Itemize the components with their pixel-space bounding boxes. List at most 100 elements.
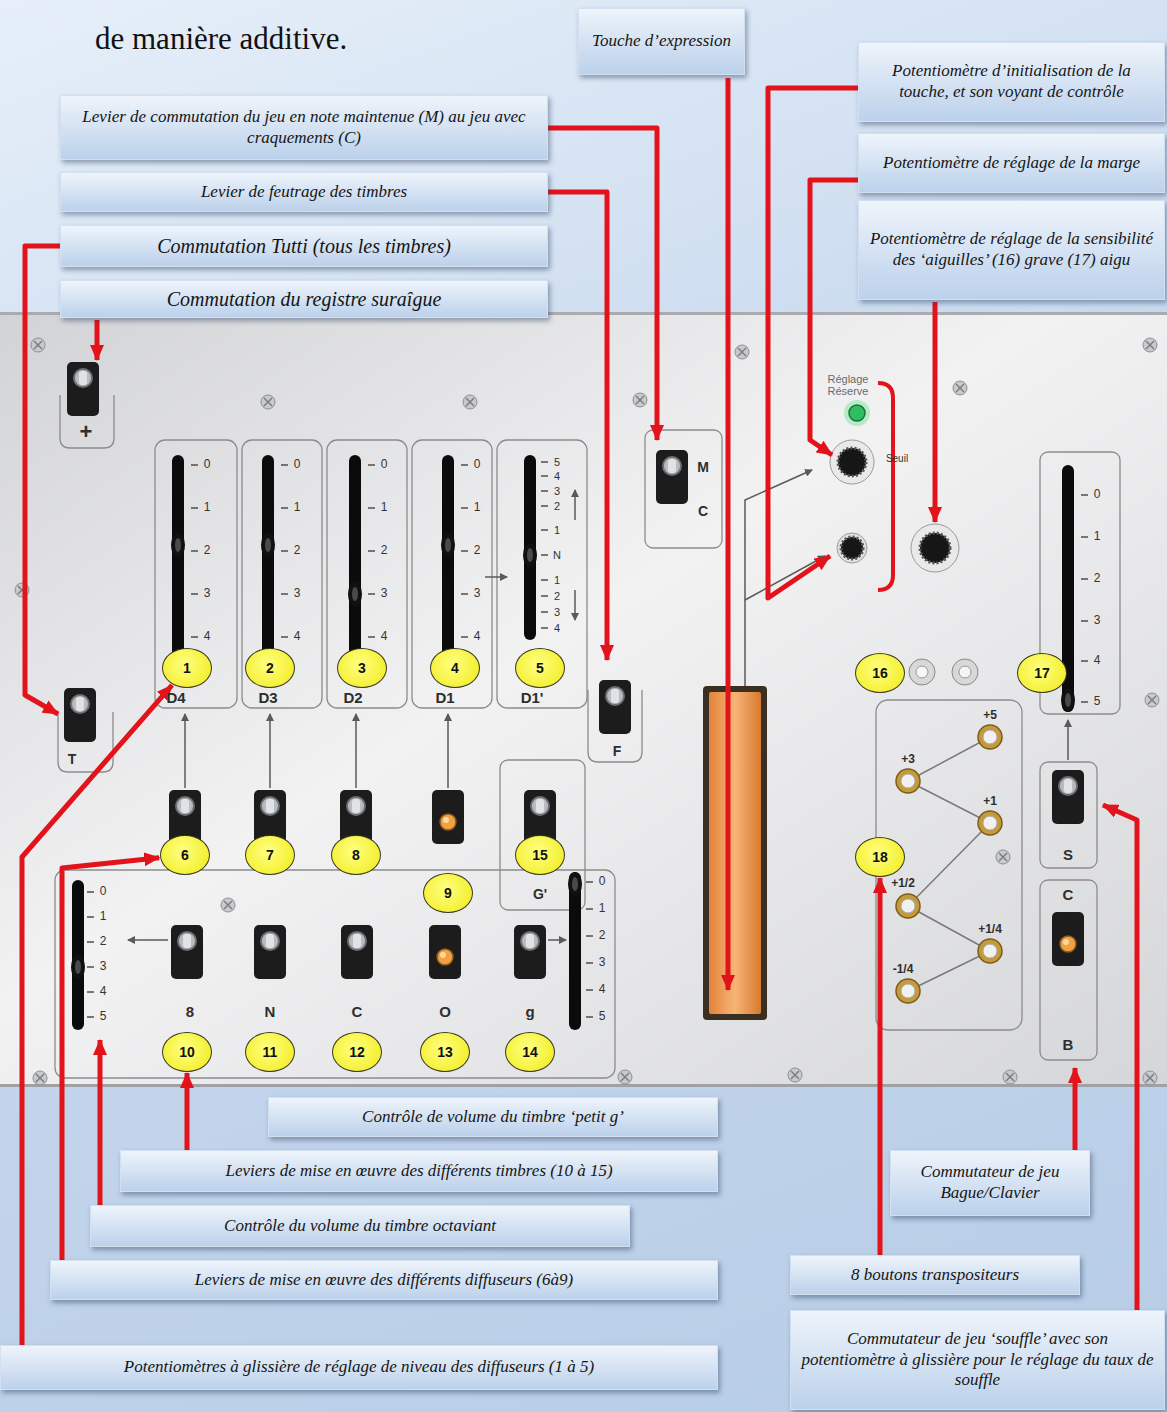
callout-text: Potentiomètre de réglage de la sensibili… [869, 229, 1154, 270]
callout-number: 12 [332, 1032, 382, 1072]
leader-line [726, 78, 731, 990]
scale-tick [541, 461, 548, 462]
panel-marking: F [613, 744, 622, 759]
scale-tick [586, 989, 593, 990]
scale-tick [281, 593, 288, 594]
toggle-lever [64, 362, 1084, 979]
slider-knob [441, 533, 455, 557]
callout-number: 2 [245, 648, 295, 688]
transposer-button [901, 774, 915, 788]
panel-marking: g [525, 1004, 534, 1021]
scale-tick [191, 636, 198, 637]
transposer-button [896, 725, 1002, 1003]
panel-marking: M [697, 460, 709, 475]
slider-groove [262, 455, 274, 665]
scale-number: 5 [100, 1010, 107, 1023]
scale-number: 3 [204, 587, 211, 600]
scale-tick [87, 916, 94, 917]
scale-number: 0 [100, 885, 107, 898]
scale-tick [541, 475, 548, 476]
scale-number: 4 [294, 630, 301, 643]
scale-number: 2 [474, 544, 481, 557]
callout-number-text: 15 [532, 847, 548, 863]
callout-box: Contrôle du volume du timbre octaviant [90, 1205, 630, 1247]
scale-number: 3 [554, 606, 560, 618]
slider-groove [172, 455, 184, 665]
scale-number: 5 [1094, 695, 1101, 708]
scale-number: 0 [474, 458, 481, 471]
scale-number: 0 [294, 458, 301, 471]
screw [735, 345, 749, 359]
leader-line [1073, 1068, 1078, 1150]
screw [788, 1068, 802, 1082]
panel-marking: +5 [983, 709, 997, 722]
callout-text: Potentiomètre de réglage de la marge [883, 153, 1140, 174]
scale-tick [191, 550, 198, 551]
rotary-knob [830, 440, 874, 484]
toggle-lever [254, 925, 286, 979]
transposer-button [983, 730, 997, 744]
slider-knob [568, 872, 582, 896]
panel-outline [497, 440, 587, 708]
callout-number-text: 16 [872, 665, 888, 681]
callout-text: Commutation du registre suraîgue [167, 287, 442, 311]
screw [1003, 1070, 1017, 1084]
screw [221, 898, 235, 912]
callout-box: Commutation du registre suraîgue [60, 280, 548, 318]
scale-tick [87, 991, 94, 992]
transposer-wire [908, 951, 990, 991]
slider-knob [1061, 688, 1075, 712]
callout-text: Contrôle du volume du timbre octaviant [224, 1216, 496, 1237]
needle-jack [952, 659, 978, 685]
scale-number: 4 [554, 470, 560, 482]
screw [1143, 338, 1157, 352]
slider-knob [71, 533, 1075, 979]
callout-number: 7 [245, 835, 295, 875]
toggle-lever [67, 362, 99, 416]
callout-box: Potentiomètre d’initialisation de la tou… [858, 42, 1165, 122]
slider-knob [348, 582, 362, 606]
transposer-button [978, 725, 1002, 749]
callout-text: Contrôle de volume du timbre ‘petit g’ [362, 1107, 624, 1128]
panel-marking: Réglage Réserve [816, 373, 880, 397]
panel-marking: C [698, 504, 708, 519]
scale-tick [461, 593, 468, 594]
scale-tick [368, 550, 375, 551]
callout-text: Levier de feutrage des timbres [201, 182, 407, 203]
scale-tick [1081, 536, 1088, 537]
callout-text: Commutation Tutti (tous les timbres) [157, 234, 451, 258]
panel-marking: -1/4 [893, 963, 914, 976]
panel-marking: G' [533, 887, 547, 902]
scale-tick [541, 490, 548, 491]
panel-marking: +3 [901, 753, 915, 766]
panel-arrow [128, 470, 1068, 940]
transposer-button [983, 944, 997, 958]
needle-jack [916, 666, 928, 678]
control-led [849, 405, 865, 421]
screw [15, 338, 1159, 1085]
callout-box: Potentiomètre de réglage de la marge [858, 133, 1165, 193]
panel-arrow [548, 939, 566, 941]
scale-tick [586, 962, 593, 963]
panel-arrow [447, 714, 449, 788]
scale-tick [87, 462, 1088, 1017]
scale-number: 2 [294, 544, 301, 557]
scale-tick [87, 941, 94, 942]
callout-text: Potentiomètres à glissière de réglage de… [124, 1357, 594, 1378]
callout-text: Leviers de mise en œuvre des différents … [195, 1270, 573, 1291]
panel-outline [55, 870, 615, 1078]
scale-number: 1 [294, 501, 301, 514]
panel-outline [412, 440, 492, 708]
callout-number-text: 11 [263, 1044, 278, 1060]
slider-groove [349, 455, 361, 665]
transposer-button [896, 769, 920, 793]
panel-arrow [128, 939, 168, 941]
rotary-knob [841, 537, 863, 559]
callout-number-text: 18 [872, 849, 888, 865]
scale-number: 3 [100, 960, 107, 973]
panel-arrow [184, 714, 186, 788]
callout-number-text: 9 [444, 885, 452, 901]
callout-number-text: 12 [349, 1044, 365, 1060]
scale-tick [87, 1016, 94, 1017]
scale-number: 4 [474, 630, 481, 643]
